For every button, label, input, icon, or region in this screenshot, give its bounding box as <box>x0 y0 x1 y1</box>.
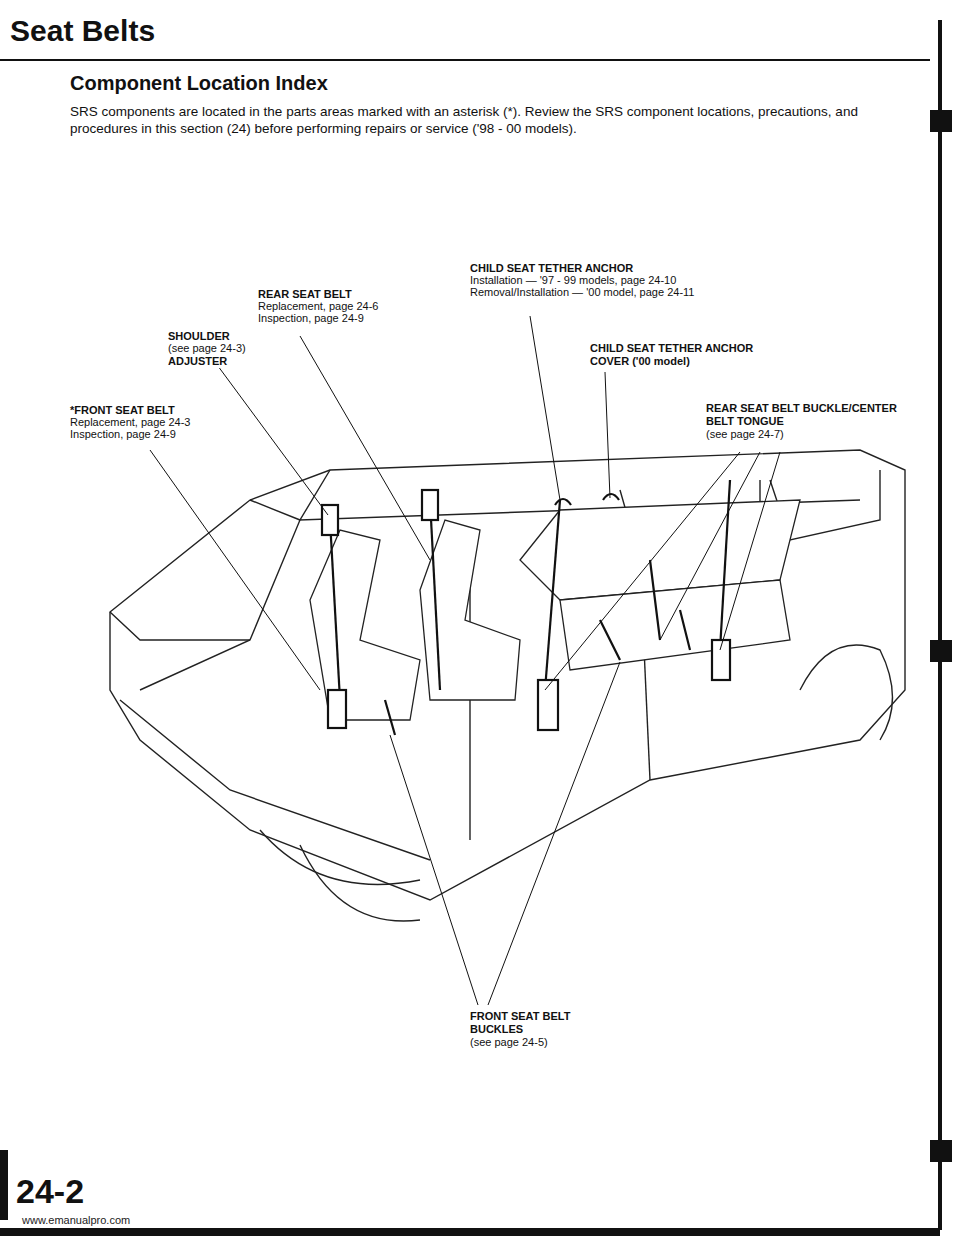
intro-note: SRS components are located in the parts … <box>70 104 910 138</box>
part-name: CHILD SEAT TETHER ANCHOR <box>470 262 720 275</box>
page-reference: Installation — '97 - 99 models, page 24-… <box>470 274 730 287</box>
part-name: *FRONT SEAT BELT <box>70 404 220 417</box>
page-reference: Inspection, page 24-9 <box>258 312 418 325</box>
car-body <box>110 450 905 921</box>
leader-lines <box>150 316 780 1005</box>
section-heading: Component Location Index <box>70 72 570 95</box>
page-reference: Removal/Installation — '00 model, page 2… <box>470 286 740 299</box>
seat-belts <box>322 480 730 735</box>
page-reference: Replacement, page 24-6 <box>258 300 418 313</box>
part-name: REAR SEAT BELT BUCKLE/CENTER BELT TONGUE <box>706 402 906 427</box>
edge-tab <box>930 110 952 132</box>
edge-tab <box>930 640 952 662</box>
page-number: 24-2 <box>16 1172 136 1211</box>
part-name: CHILD SEAT TETHER ANCHOR COVER ('00 mode… <box>590 342 780 367</box>
side-bar <box>0 1150 8 1220</box>
page-reference: Inspection, page 24-9 <box>70 428 220 441</box>
header-rule <box>0 59 930 61</box>
page-reference: (see page 24-7) <box>706 428 846 441</box>
page-reference: (see page 24-3) <box>168 342 278 355</box>
edge-tab <box>930 1140 952 1162</box>
part-name: FRONT SEAT BELT BUCKLES <box>470 1010 580 1035</box>
page-edge <box>938 20 942 1230</box>
part-name: REAR SEAT BELT <box>258 288 418 301</box>
page-title: Seat Belts <box>10 14 155 49</box>
page-reference: (see page 24-5) <box>470 1036 580 1049</box>
page-reference: Replacement, page 24-3 <box>70 416 220 429</box>
watermark: www.emanualpro.com <box>22 1214 182 1227</box>
bottom-bar <box>0 1228 940 1236</box>
